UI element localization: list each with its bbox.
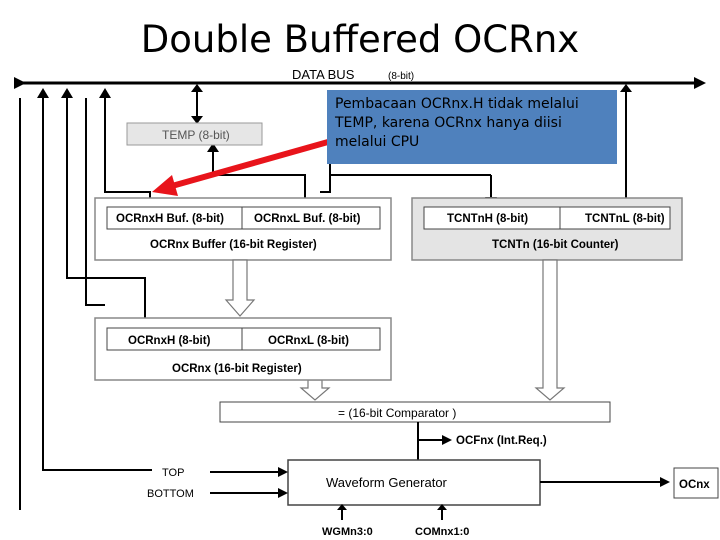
data-bus: DATA BUS (8-bit) bbox=[14, 66, 706, 89]
annotation-callout: Pembacaan OCRnx.H tidak melalui TEMP, ka… bbox=[327, 90, 617, 164]
output-ocnx: OCnx bbox=[679, 479, 710, 491]
ocr-buffer-caption: OCRnx Buffer (16-bit Register) bbox=[150, 239, 317, 251]
tcnt-caption: TCNTn (16-bit Counter) bbox=[492, 239, 619, 251]
tcnt-counter-block: TCNTnH (8-bit) TCNTnL (8-bit) TCNTn (16-… bbox=[411, 197, 683, 261]
data-bus-label: DATA BUS bbox=[292, 67, 355, 82]
waveform-top: TOP bbox=[162, 467, 184, 479]
waveform-label: Waveform Generator bbox=[326, 475, 448, 490]
interrupt-label: OCFnx (Int.Req.) bbox=[456, 435, 547, 447]
waveform-generator: Waveform Generator TOP BOTTOM WGMn3:0 CO… bbox=[147, 459, 719, 538]
temp-register: TEMP (8-bit) bbox=[126, 122, 263, 146]
tcnt-low: TCNTnL (8-bit) bbox=[585, 213, 665, 225]
ocr-buffer-high: OCRnxH Buf. (8-bit) bbox=[116, 213, 224, 225]
ocr-buffer-low: OCRnxL Buf. (8-bit) bbox=[254, 213, 361, 225]
hollow-arrows bbox=[224, 259, 566, 401]
highlight-arrow bbox=[152, 137, 336, 196]
waveform-com: COMnx1:0 bbox=[415, 526, 469, 538]
waveform-wgm: WGMn3:0 bbox=[322, 526, 373, 538]
data-bus-width: (8-bit) bbox=[388, 71, 414, 82]
comparator-block: = (16-bit Comparator ) bbox=[219, 401, 611, 423]
waveform-bottom: BOTTOM bbox=[147, 488, 194, 500]
ocr-register-low: OCRnxL (8-bit) bbox=[268, 335, 349, 347]
slide-title: Double Buffered OCRnx bbox=[140, 18, 580, 61]
ocr-buffer-block: OCRnxH Buf. (8-bit) OCRnxL Buf. (8-bit) … bbox=[94, 197, 392, 261]
comparator-label: = (16-bit Comparator ) bbox=[338, 406, 456, 420]
ocr-register-caption: OCRnx (16-bit Register) bbox=[172, 363, 302, 375]
interrupt-request: OCFnx (Int.Req.) bbox=[417, 422, 547, 460]
temp-label: TEMP (8-bit) bbox=[162, 128, 230, 142]
ocr-register-block: OCRnxH (8-bit) OCRnxL (8-bit) OCRnx (16-… bbox=[94, 317, 392, 381]
tcnt-high: TCNTnH (8-bit) bbox=[447, 213, 528, 225]
ocr-register-high: OCRnxH (8-bit) bbox=[128, 335, 211, 347]
